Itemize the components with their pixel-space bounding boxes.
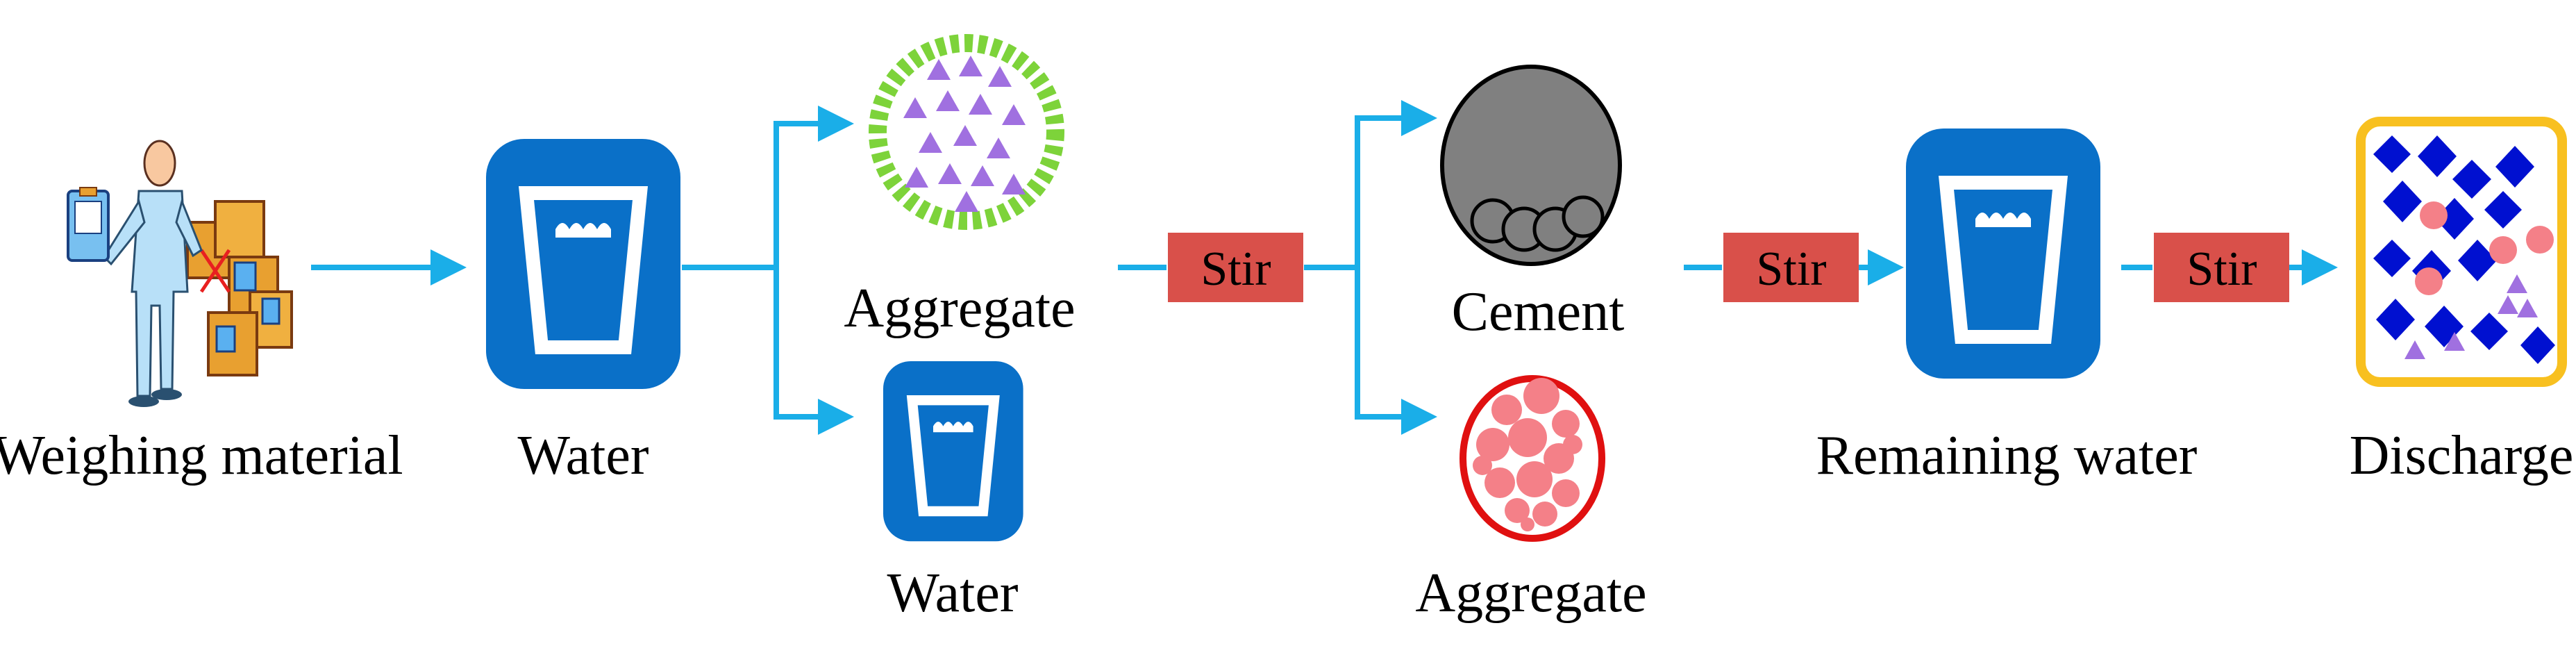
material-boxes xyxy=(186,200,293,376)
person-figure xyxy=(103,140,203,407)
aggregate-label-bottom: Aggregate xyxy=(1415,563,1646,624)
cement-ball-icon xyxy=(1440,65,1622,266)
clipboard-icon xyxy=(67,187,110,262)
water-glass-icon xyxy=(883,361,1023,541)
branch-arrows-1 xyxy=(682,106,854,435)
stir-label-3: Stir xyxy=(2186,242,2257,296)
water-glass-icon xyxy=(1906,129,2100,379)
branch-arrows-2 xyxy=(1304,100,1437,435)
worker-with-materials-icon xyxy=(67,140,293,407)
remaining-water-label: Remaining water xyxy=(1816,425,2198,486)
stir-box-2: Stir xyxy=(1723,233,1859,302)
discharge-label: Discharge xyxy=(2350,425,2574,486)
water-label-2: Water xyxy=(887,563,1019,624)
water-label-1: Water xyxy=(518,425,649,486)
stir-box-3: Stir xyxy=(2154,233,2289,302)
aggregate-label-top: Aggregate xyxy=(844,278,1075,339)
arrow-stir3-to-discharge xyxy=(2289,249,2338,285)
mixed-concrete-icon xyxy=(2356,117,2567,387)
water-glass-icon xyxy=(486,139,680,389)
aggregate-triangles-icon xyxy=(869,34,1064,230)
sand-aggregate-icon xyxy=(1460,375,1605,542)
cement-label: Cement xyxy=(1452,281,1625,342)
stir-label-2: Stir xyxy=(1756,242,1826,296)
weighing-material-label: Weighing material xyxy=(0,425,403,486)
arrow-weigh-to-water xyxy=(311,249,467,285)
stir-box-1: Stir xyxy=(1168,233,1303,302)
arrow-stir2-to-remaining xyxy=(1859,249,1904,285)
stir-label-1: Stir xyxy=(1201,242,1271,296)
